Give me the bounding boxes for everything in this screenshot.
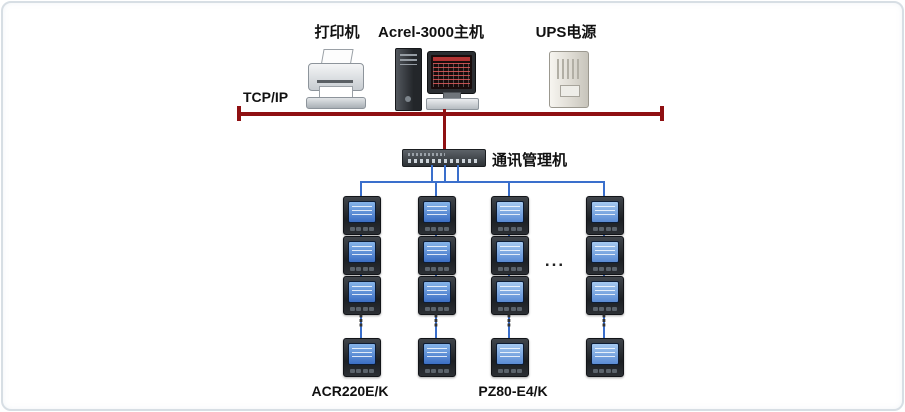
power-meter xyxy=(491,236,529,275)
switch-downlink-line xyxy=(444,165,446,182)
power-meter xyxy=(491,276,529,315)
meter-buttons xyxy=(350,227,374,231)
computer-tower-icon xyxy=(395,48,422,111)
meter-screen xyxy=(591,201,619,223)
meter-buttons xyxy=(498,227,522,231)
switch-downlink-line xyxy=(431,165,433,182)
printer-slot xyxy=(317,80,353,83)
power-meter xyxy=(418,236,456,275)
meter-screen xyxy=(423,201,451,223)
meter-buttons xyxy=(350,307,374,311)
acr-meter-label: ACR220E/K xyxy=(311,383,389,399)
host-label: Acrel-3000主机 xyxy=(378,24,484,41)
meter-bus-line xyxy=(360,181,605,183)
computer-monitor-icon xyxy=(427,51,476,94)
meter-buttons xyxy=(498,369,522,373)
power-meter xyxy=(418,338,456,377)
meter-screen xyxy=(348,241,376,263)
meter-screen xyxy=(496,241,524,263)
power-meter xyxy=(343,338,381,377)
meter-screen xyxy=(496,201,524,223)
host-to-switch-line xyxy=(443,109,446,149)
power-meter xyxy=(586,236,624,275)
meter-screen xyxy=(496,343,524,365)
ellipsis-vertical: ⋮ xyxy=(428,313,444,330)
meter-buttons xyxy=(593,307,617,311)
ellipsis-vertical: ⋮ xyxy=(596,313,612,330)
power-meter xyxy=(343,236,381,275)
meter-screen xyxy=(423,343,451,365)
ups-label: UPS电源 xyxy=(535,24,597,41)
switch-downlink-line xyxy=(457,165,459,182)
meter-screen xyxy=(591,281,619,303)
power-meter xyxy=(343,276,381,315)
meter-screen xyxy=(423,241,451,263)
meter-buttons xyxy=(593,267,617,271)
meter-buttons xyxy=(593,227,617,231)
meter-buttons xyxy=(425,369,449,373)
power-meter xyxy=(418,196,456,235)
monitor-screen xyxy=(431,55,472,89)
meter-screen xyxy=(496,281,524,303)
power-meter xyxy=(491,196,529,235)
meter-screen xyxy=(591,343,619,365)
power-meter xyxy=(586,196,624,235)
ups-icon xyxy=(549,51,589,108)
meter-buttons xyxy=(350,369,374,373)
printer-base xyxy=(306,97,366,109)
switch-label: 通讯管理机 xyxy=(492,152,568,169)
keyboard-icon xyxy=(426,98,479,110)
power-meter xyxy=(418,276,456,315)
meter-screen xyxy=(348,281,376,303)
meter-screen xyxy=(348,343,376,365)
bus-endcap-left xyxy=(237,106,241,121)
printer-icon xyxy=(306,49,366,109)
meter-buttons xyxy=(425,227,449,231)
power-meter xyxy=(586,338,624,377)
meter-buttons xyxy=(350,267,374,271)
pz-meter-label: PZ80-E4/K xyxy=(478,383,548,399)
ellipsis-vertical: ⋮ xyxy=(501,313,517,330)
meter-buttons xyxy=(498,267,522,271)
meter-screen xyxy=(423,281,451,303)
printer-label: 打印机 xyxy=(314,24,360,41)
bus-endcap-right xyxy=(660,106,664,121)
tcpip-bus-line xyxy=(239,112,663,116)
meter-buttons xyxy=(425,307,449,311)
power-meter xyxy=(491,338,529,377)
ellipsis-vertical: ⋮ xyxy=(353,313,369,330)
power-meter xyxy=(586,276,624,315)
meter-buttons xyxy=(425,267,449,271)
meter-buttons xyxy=(593,369,617,373)
tcpip-label: TCP/IP xyxy=(243,89,289,105)
ellipsis-horizontal: ... xyxy=(544,251,566,270)
power-meter xyxy=(343,196,381,235)
meter-buttons xyxy=(498,307,522,311)
meter-screen xyxy=(591,241,619,263)
meter-screen xyxy=(348,201,376,223)
